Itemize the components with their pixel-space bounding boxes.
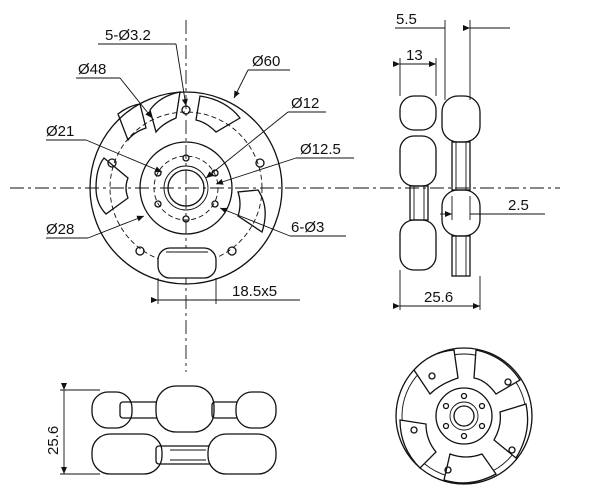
top-roller [91,433,163,475]
iso-outer-rim [395,347,533,485]
isometric-view [395,347,533,485]
side-axle-right-bottom [451,235,471,277]
side-axle-right-top [451,141,471,191]
iso-hub-hole [460,392,468,400]
label-25-6-horizontal: 25.6 [424,289,453,306]
side-roller-top-left [399,95,437,131]
iso-roller [443,453,497,484]
iso-hub-hole [460,432,468,440]
label-2-5: 2.5 [508,197,529,214]
rim-hole [107,158,117,168]
iso-roller [399,419,437,469]
top-roller [207,433,277,475]
iso-rim-hole [444,466,452,474]
roller-window [195,95,241,133]
leader-12-5 [215,157,297,185]
leader-28 [87,215,145,239]
hub-hole [182,215,190,223]
hub-plate [139,141,233,235]
dia-48-circle [109,111,263,265]
iso-roller [473,349,521,395]
label-dia-12: Ø12 [291,95,319,112]
top-roller [235,391,277,429]
outer-rim [89,91,283,285]
roller-window [149,91,181,134]
iso-rim-hole [428,372,436,380]
bolt-circle [153,155,219,221]
side-view: 5.5 13 2.5 25.6 [355,11,560,310]
iso-hub [435,387,493,445]
side-axle-left [409,185,429,221]
leader-60 [233,69,249,99]
label-dia-48: Ø48 [78,61,106,78]
bore-chamfer [163,165,209,211]
top-view: 25.6 [45,383,277,475]
center-bore [167,169,205,207]
roller-windows [95,91,266,234]
iso-hub-hole [442,422,450,430]
front-view: 18.5x5 5-Ø3.2 Ø48 Ø60 Ø12 Ø21 Ø12.5 Ø28 … [10,20,360,372]
label-6-holes-3: 6-Ø3 [291,219,324,236]
side-roller-bottom-left [399,219,437,271]
top-axle [155,445,217,465]
iso-rim-hole [508,446,516,454]
bottom-roller [157,247,217,279]
leader-48 [119,77,153,119]
iso-roller [493,403,529,459]
iso-bore-chamfer [449,401,479,431]
label-dia-21: Ø21 [46,123,74,140]
leader-6-holes [219,207,291,237]
rim-holes [107,105,265,256]
iso-hub-hole [478,422,486,430]
iso-bore [453,405,475,427]
leader-5-holes [175,43,188,107]
label-dia-60: Ø60 [252,53,280,70]
roller-window [237,189,266,234]
side-roller-top-right [441,95,481,143]
hub-hole [154,200,162,208]
iso-roller [413,349,459,396]
label-5-5: 5.5 [396,11,417,28]
rim-hole [227,246,237,256]
top-roller [91,391,133,429]
label-25-6-vertical: 25.6 [45,426,62,455]
label-18-5x5: 18.5x5 [232,283,277,300]
rim-hole [135,246,145,256]
top-roller [155,385,215,433]
hub-hole [182,154,190,162]
rim-hole [255,158,265,168]
iso-rim-hole [410,426,418,434]
iso-rim-hole [504,378,512,386]
hub-hole [211,200,219,208]
label-dia-12-5: Ø12.5 [300,141,341,158]
roller-window [95,157,129,215]
iso-hub-hole [442,402,450,410]
side-roller-mid-right [441,189,481,237]
leader-21 [85,139,163,173]
side-roller-mid-left [399,135,437,187]
leader-12 [205,111,289,179]
iso-hub-hole [478,402,486,410]
roller-window [117,103,147,142]
label-5-holes-3-2: 5-Ø3.2 [105,27,151,44]
label-13: 13 [406,47,423,64]
label-dia-28: Ø28 [46,221,74,238]
